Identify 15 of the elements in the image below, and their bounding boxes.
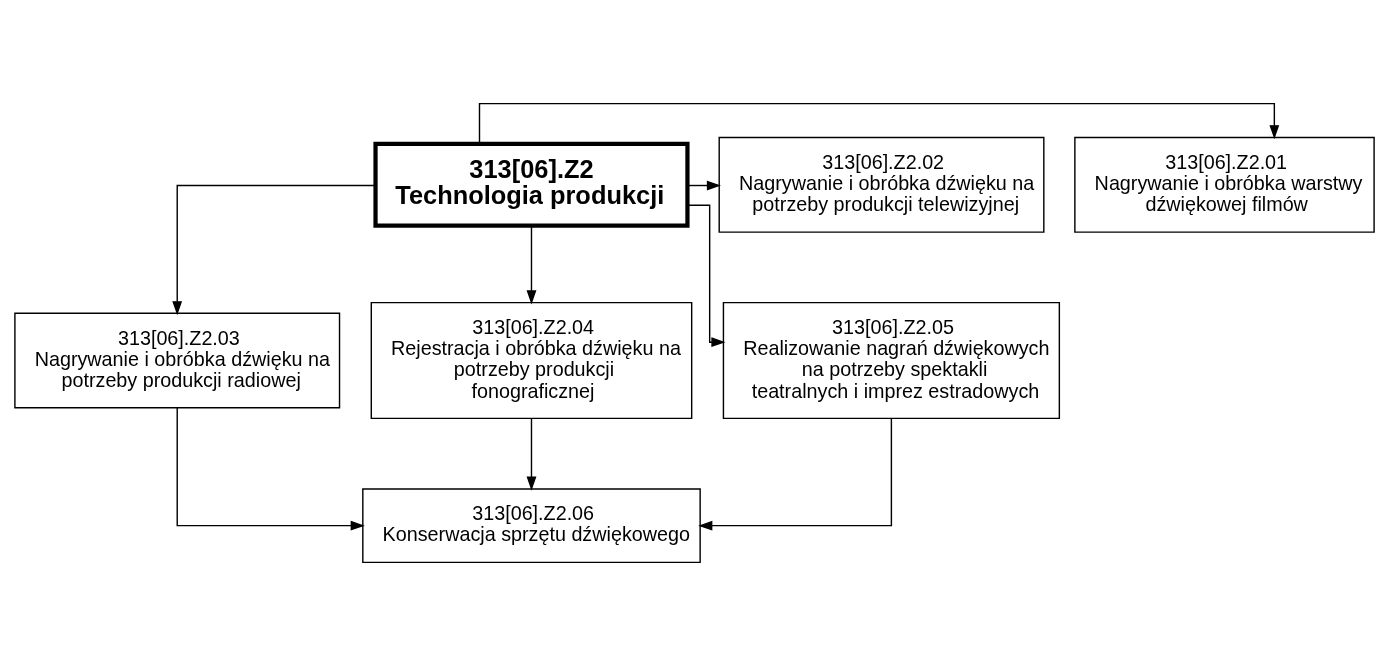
arrow	[686, 204, 726, 348]
arrow	[478, 102, 1280, 145]
node-box: 313[06].Z2.05 Realizowanie nagrań dźwiękowych na potrzeby spektakli teatralnych i imprez estradowych	[722, 301, 1061, 420]
node-box: 313[06].Z2.04 Rejestracja i obróbka dźwięku na potrzeby produkcji fonograficznej	[370, 301, 693, 420]
node-box: 313[06].Z2.01 Nagrywanie i obróbka warstwy dźwiękowej filmów	[1074, 136, 1375, 233]
node-box: 313[06].Z2 Technologia produkcji	[373, 141, 690, 228]
arrow	[526, 225, 537, 305]
arrow	[526, 418, 537, 491]
node-box: 313[06].Z2.06 Konserwacja sprzętu dźwiękowego	[362, 488, 701, 564]
arrow	[176, 407, 365, 531]
arrow	[698, 418, 893, 531]
node-box: 313[06].Z2.03 Nagrywanie i obróbka dźwięku na potrzeby produkcji radiowej	[14, 312, 341, 409]
arrow	[172, 184, 376, 316]
node-box: 313[06].Z2.02 Nagrywanie i obróbka dźwięku na potrzeby produkcji telewizyjnej	[718, 136, 1045, 233]
arrow	[686, 180, 721, 191]
